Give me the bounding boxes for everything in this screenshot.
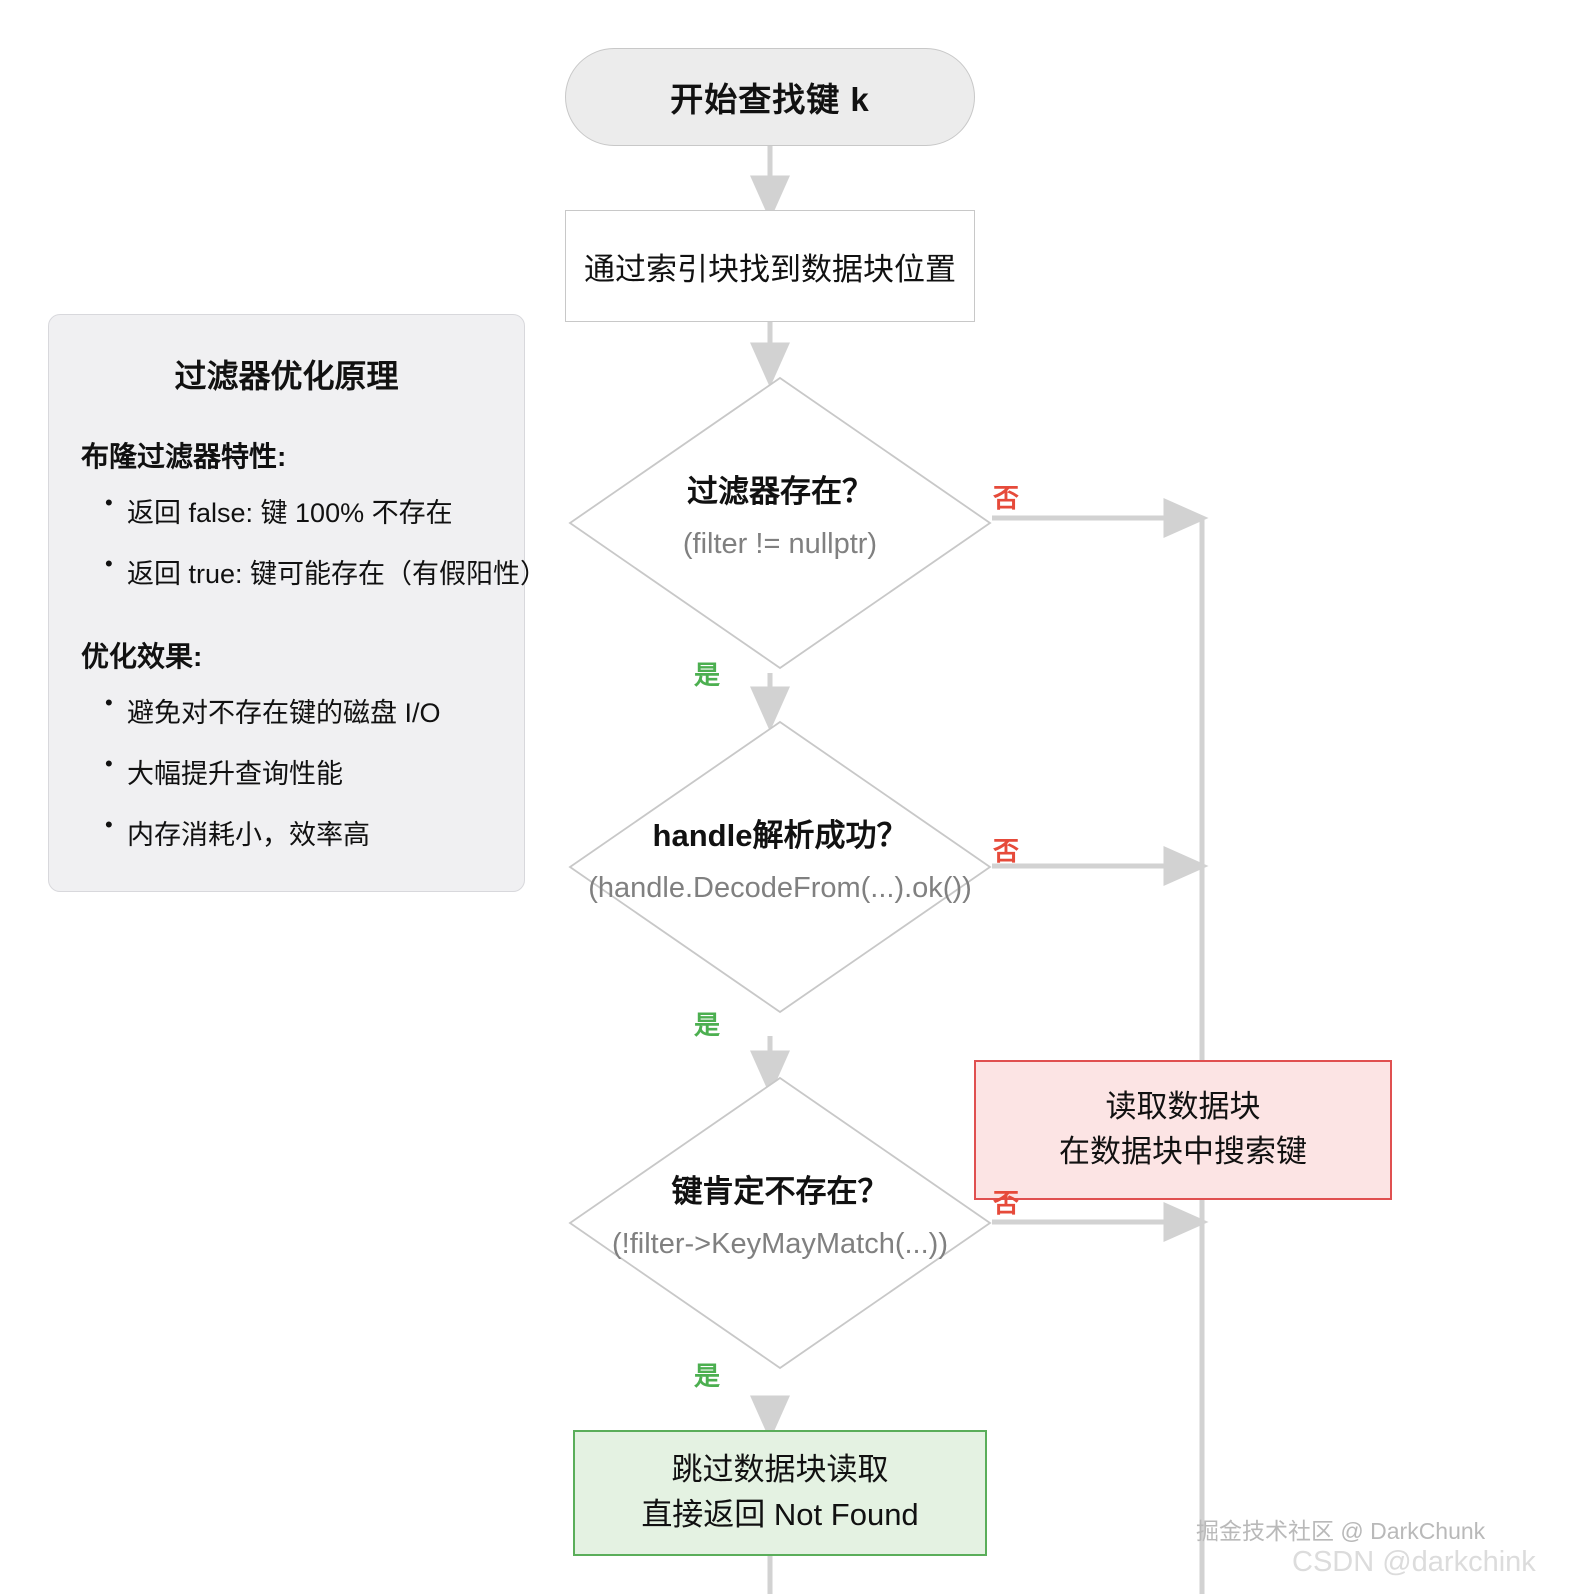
node-filter-exists-code: (filter != nullptr): [682, 528, 878, 560]
node-locate-label: 通过索引块找到数据块位置: [584, 251, 956, 287]
list-item: 大幅提升查询性能: [105, 751, 681, 791]
edge-label-key-yes: 是: [694, 1361, 721, 1391]
edge-label-handle-yes: 是: [694, 1010, 721, 1040]
diamond-shape: [568, 1076, 992, 1370]
node-read-data-block-line2: 在数据块中搜索键: [1059, 1134, 1307, 1169]
node-handle-decode-ok-code: (handle.DecodeFrom(...).ok()): [588, 872, 972, 904]
watermark-csdn: CSDN @darkchink: [1292, 1546, 1536, 1578]
edge-label-filter-yes: 是: [694, 660, 721, 690]
node-locate-data-block: 通过索引块找到数据块位置: [565, 210, 975, 322]
node-start: 开始查找键 k: [565, 48, 975, 146]
info-section-heading: 优化效果:: [81, 641, 203, 672]
diamond-shape: [568, 720, 992, 1014]
info-section-list: 返回 false: 键 100% 不存在 返回 true: 键可能存在（有假阳性…: [81, 490, 681, 591]
watermark-juejin: 掘金技术社区 @ DarkChunk: [1196, 1518, 1486, 1544]
list-item: 避免对不存在键的磁盘 I/O: [105, 690, 681, 730]
edge-label-handle-no: 否: [993, 836, 1020, 866]
info-section-list: 避免对不存在键的磁盘 I/O 大幅提升查询性能 内存消耗小，效率高: [81, 690, 681, 852]
info-section-effect: 优化效果: 避免对不存在键的磁盘 I/O 大幅提升查询性能 内存消耗小，效率高: [81, 635, 681, 874]
node-key-definitely-absent-title: 键肯定不存在？: [671, 1174, 889, 1209]
node-skip-data-block: 跳过数据块读取 直接返回 Not Found: [573, 1430, 987, 1556]
node-skip-data-block-line2: 直接返回 Not Found: [641, 1497, 919, 1532]
info-panel: 过滤器优化原理 布隆过滤器特性: 返回 false: 键 100% 不存在 返回…: [48, 314, 547, 892]
node-start-label: 开始查找键 k: [670, 81, 870, 118]
node-handle-decode-ok: handle解析成功？ (handle.DecodeFrom(...).ok()…: [568, 720, 992, 1014]
list-item: 返回 false: 键 100% 不存在: [105, 490, 681, 530]
info-section-heading: 布隆过滤器特性:: [81, 441, 287, 472]
info-section-bloom: 布隆过滤器特性: 返回 false: 键 100% 不存在 返回 true: 键…: [81, 435, 681, 613]
node-read-data-block-line1: 读取数据块: [1105, 1089, 1261, 1125]
list-item: 返回 true: 键可能存在（有假阳性）: [105, 551, 681, 591]
node-key-definitely-absent: 键肯定不存在？ (!filter->KeyMayMatch(...)): [568, 1076, 992, 1370]
edge-label-filter-no: 否: [993, 483, 1020, 513]
node-filter-exists-title: 过滤器存在？: [687, 474, 873, 509]
list-item: 内存消耗小，效率高: [105, 812, 681, 852]
node-key-definitely-absent-code: (!filter->KeyMayMatch(...)): [612, 1228, 948, 1260]
edge-label-key-no: 否: [993, 1188, 1020, 1218]
node-skip-data-block-line1: 跳过数据块读取: [671, 1452, 889, 1488]
node-read-data-block: 读取数据块 在数据块中搜索键: [974, 1060, 1392, 1200]
node-handle-decode-ok-title: handle解析成功？: [652, 818, 908, 853]
info-panel-title: 过滤器优化原理: [174, 358, 399, 394]
node-filter-exists: 过滤器存在？ (filter != nullptr): [568, 376, 992, 670]
diamond-shape: [568, 376, 992, 670]
